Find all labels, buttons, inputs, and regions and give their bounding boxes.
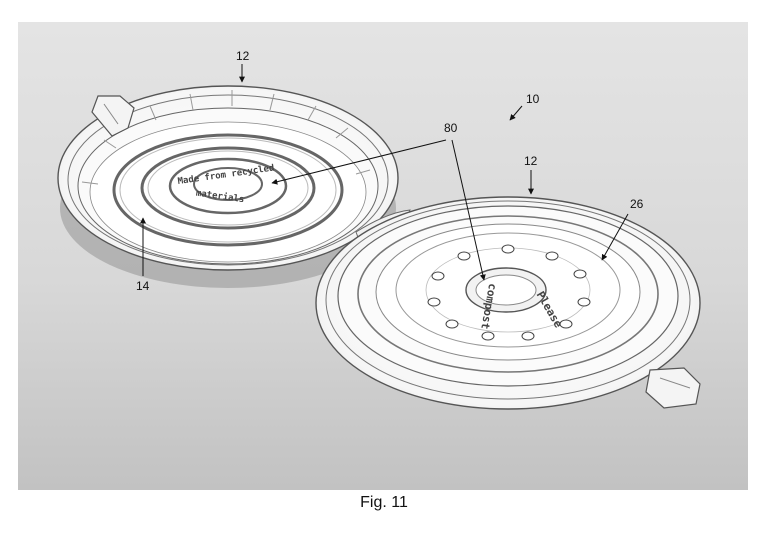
ref-80: 80	[444, 121, 458, 135]
reference-annotations: 12 10 80 12 26 14	[136, 49, 644, 293]
ref-12-top: 12	[236, 49, 250, 63]
ref-26: 26	[630, 197, 644, 211]
left-ring-4	[193, 167, 263, 201]
leader-10	[509, 105, 523, 121]
left-ring-3	[168, 157, 288, 215]
left-ring-1	[112, 133, 344, 247]
left-tray-rim-inner	[67, 94, 389, 266]
figure-caption: Fig. 11	[360, 494, 408, 511]
right-ring-c	[395, 232, 621, 348]
ref-10: 10	[526, 92, 540, 106]
vent-holes	[427, 244, 591, 341]
right-tray: Please compost	[315, 196, 701, 410]
left-ring-2	[140, 146, 316, 230]
left-tray: Made from recycled materials	[57, 85, 399, 288]
ref-14: 14	[136, 279, 150, 293]
right-tray-tab	[645, 367, 701, 409]
left-ring-1b	[119, 137, 337, 243]
left-tray-floor	[89, 121, 367, 263]
leader-26	[601, 213, 629, 261]
right-center-boss-inner	[475, 274, 537, 306]
right-ring-a	[357, 215, 659, 373]
leader-80-left	[271, 139, 447, 185]
right-tray-rim	[325, 200, 691, 400]
leader-80-right	[451, 139, 486, 281]
ref-12-right: 12	[524, 154, 538, 168]
left-ring-2b	[147, 150, 309, 226]
